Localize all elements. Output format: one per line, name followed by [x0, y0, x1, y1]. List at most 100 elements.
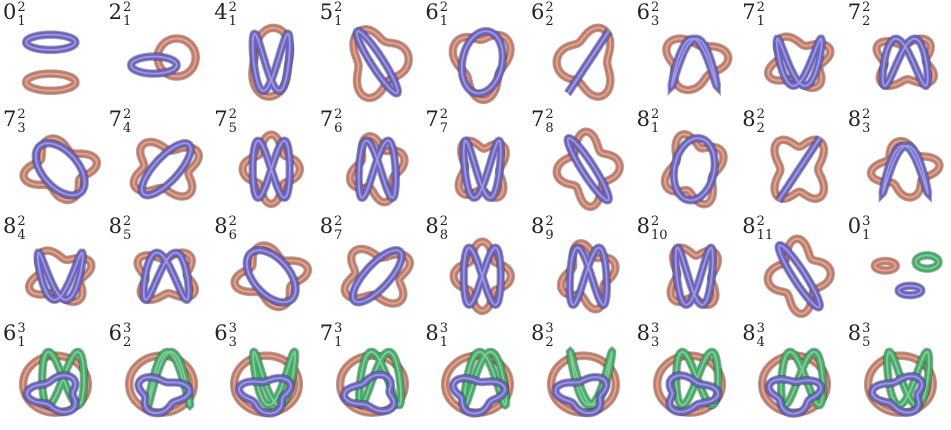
link-component-strand	[253, 141, 290, 198]
link-components-superscript: 3	[440, 322, 448, 335]
link-components-superscript: 2	[440, 1, 448, 14]
link-component-strand	[26, 35, 75, 50]
link-cell: 632	[106, 321, 211, 428]
link-index-subscript: 6	[334, 122, 342, 135]
link-components-superscript: 2	[440, 215, 448, 228]
link-components-superscript: 3	[862, 322, 870, 335]
link-index-subscript: 3	[17, 122, 25, 135]
link-index-subscript: 1	[334, 336, 342, 349]
link-cell: 832	[528, 321, 633, 428]
link-components-superscript: 2	[545, 108, 553, 121]
link-index-subscript: 2	[545, 336, 553, 349]
link-index-subscript: 11	[757, 229, 774, 242]
link-crossing-number: 2	[109, 0, 122, 24]
link-label: 722	[848, 2, 871, 28]
link-cell: 633	[211, 321, 316, 428]
link-crossing-number: 7	[3, 107, 16, 131]
link-index-subscript: 2	[545, 15, 553, 28]
link-components-superscript: 2	[440, 108, 448, 121]
link-cell: 831	[422, 321, 527, 428]
link-label: 726	[320, 109, 343, 135]
link-crossing-number: 8	[425, 214, 438, 238]
link-crossing-number: 8	[109, 214, 122, 238]
link-component-strand	[464, 248, 501, 305]
link-index-subscript: 1	[17, 15, 25, 28]
link-crossing-number: 7	[425, 107, 438, 131]
link-components-superscript: 3	[545, 322, 553, 335]
link-crossing-number: 7	[742, 0, 755, 24]
link-label: 824	[3, 216, 26, 242]
link-cell: 631	[0, 321, 105, 428]
link-label: 8211	[742, 216, 773, 242]
link-label: 826	[214, 216, 237, 242]
link-index-subscript: 8	[440, 229, 448, 242]
link-index-subscript: 6	[229, 229, 237, 242]
link-label: 834	[742, 323, 765, 349]
link-index-subscript: 5	[123, 229, 131, 242]
link-cell: 727	[422, 107, 527, 214]
link-index-subscript: 3	[651, 336, 659, 349]
link-crossing-number: 8	[848, 107, 861, 131]
link-components-superscript: 2	[862, 108, 870, 121]
link-cell: 829	[528, 214, 633, 321]
link-crossing-number: 8	[531, 214, 544, 238]
link-components-superscript: 2	[229, 108, 237, 121]
link-crossing-number: 8	[531, 321, 544, 345]
link-components-superscript: 3	[757, 322, 765, 335]
link-index-subscript: 1	[123, 15, 131, 28]
link-crossing-number: 8	[637, 107, 650, 131]
link-cell: 521	[317, 0, 422, 107]
link-label: 633	[214, 323, 237, 349]
link-crossing-number: 8	[637, 321, 650, 345]
link-index-subscript: 4	[123, 122, 131, 135]
link-index-subscript: 1	[862, 229, 870, 242]
link-cell: 724	[106, 107, 211, 214]
link-index-subscript: 8	[545, 122, 553, 135]
link-label: 828	[425, 216, 448, 242]
link-crossing-number: 6	[425, 0, 438, 24]
link-index-subscript: 3	[229, 336, 237, 349]
link-components-superscript: 2	[334, 108, 342, 121]
link-cell: 721	[739, 0, 844, 107]
link-crossing-number: 7	[214, 107, 227, 131]
link-components-superscript: 2	[229, 215, 237, 228]
link-label: 727	[425, 109, 448, 135]
link-component-strand	[915, 255, 938, 268]
link-crossing-number: 8	[320, 214, 333, 238]
link-label: 631	[3, 323, 26, 349]
link-index-subscript: 4	[17, 229, 25, 242]
link-crossing-number: 8	[214, 214, 227, 238]
link-label: 8210	[637, 216, 668, 242]
link-component-strand	[898, 286, 921, 296]
link-crossing-number: 8	[425, 321, 438, 345]
link-index-subscript: 4	[757, 336, 765, 349]
link-index-subscript: 1	[334, 15, 342, 28]
link-components-superscript: 2	[757, 215, 774, 228]
link-components-superscript: 2	[545, 215, 553, 228]
link-label: 833	[637, 323, 660, 349]
link-label: 221	[109, 2, 132, 28]
link-label: 621	[425, 2, 448, 28]
link-crossing-number: 7	[320, 107, 333, 131]
link-crossing-number: 6	[109, 321, 122, 345]
link-label: 825	[109, 216, 132, 242]
link-index-subscript: 2	[862, 15, 870, 28]
link-label: 632	[109, 323, 132, 349]
link-components-superscript: 2	[757, 1, 765, 14]
link-index-subscript: 5	[229, 122, 237, 135]
link-cell: 722	[845, 0, 950, 107]
